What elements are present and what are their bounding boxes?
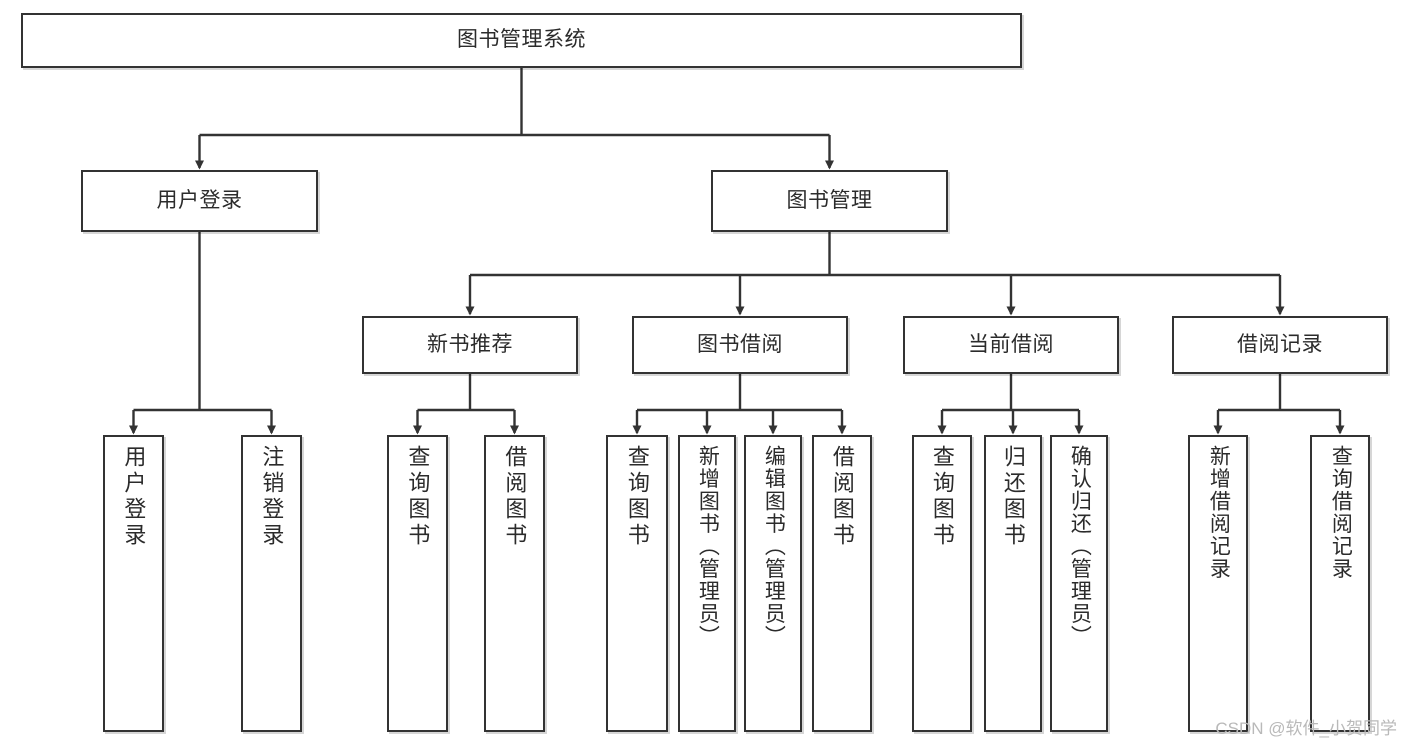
node-book-manage[interactable]: 图书管理 [711, 170, 948, 232]
node-leaf-rec-borrow[interactable]: 借阅图书 [484, 435, 545, 732]
edge-group [129, 68, 1345, 435]
node-label-user-login: 用户登录 [156, 188, 243, 212]
node-leaf-current-return[interactable]: 归还图书 [984, 435, 1042, 732]
node-leaf-user-logout[interactable]: 注销登录 [241, 435, 302, 732]
node-borrow-record[interactable]: 借阅记录 [1172, 316, 1388, 374]
node-label-leaf-rec-query: 查询图书 [405, 445, 431, 549]
node-label-book-borrow: 图书借阅 [697, 332, 783, 356]
node-label-current-borrow: 当前借阅 [968, 332, 1054, 356]
node-label-leaf-borrow-add: 新增图书（管理员） [696, 445, 720, 648]
node-label-leaf-borrow-query: 查询图书 [624, 445, 650, 549]
node-label-leaf-borrow-lend: 借阅图书 [829, 445, 855, 549]
node-leaf-user-login[interactable]: 用户登录 [103, 435, 164, 732]
node-label-new-book-rec: 新书推荐 [427, 332, 513, 356]
node-label-leaf-current-query: 查询图书 [929, 445, 955, 549]
node-leaf-current-query[interactable]: 查询图书 [912, 435, 972, 732]
node-leaf-borrow-query[interactable]: 查询图书 [606, 435, 668, 732]
node-label-leaf-current-confirm: 确认归还（管理员） [1068, 445, 1092, 648]
node-user-login[interactable]: 用户登录 [81, 170, 318, 232]
node-label-leaf-user-logout: 注销登录 [259, 445, 285, 549]
node-leaf-rec-query[interactable]: 查询图书 [387, 435, 448, 732]
node-leaf-record-add[interactable]: 新增借阅记录 [1188, 435, 1248, 732]
node-leaf-borrow-lend[interactable]: 借阅图书 [812, 435, 872, 732]
node-leaf-borrow-add[interactable]: 新增图书（管理员） [678, 435, 736, 732]
node-label-root: 图书管理系统 [457, 28, 586, 52]
node-label-leaf-record-query: 查询借阅记录 [1329, 445, 1353, 580]
node-label-leaf-rec-borrow: 借阅图书 [502, 445, 528, 549]
node-leaf-current-confirm[interactable]: 确认归还（管理员） [1050, 435, 1108, 732]
node-label-book-manage: 图书管理 [786, 188, 873, 212]
node-label-borrow-record: 借阅记录 [1237, 332, 1323, 356]
node-current-borrow[interactable]: 当前借阅 [903, 316, 1119, 374]
node-new-book-rec[interactable]: 新书推荐 [362, 316, 578, 374]
node-leaf-borrow-edit[interactable]: 编辑图书（管理员） [744, 435, 802, 732]
node-book-borrow[interactable]: 图书借阅 [632, 316, 848, 374]
node-label-leaf-current-return: 归还图书 [1000, 445, 1026, 549]
node-label-leaf-record-add: 新增借阅记录 [1207, 445, 1231, 580]
watermark: CSDN @软件_小贺同学 [1215, 719, 1397, 738]
node-label-leaf-borrow-edit: 编辑图书（管理员） [762, 445, 786, 648]
node-leaf-record-query[interactable]: 查询借阅记录 [1310, 435, 1370, 732]
node-root[interactable]: 图书管理系统 [21, 13, 1022, 68]
node-label-leaf-user-login: 用户登录 [121, 445, 147, 549]
